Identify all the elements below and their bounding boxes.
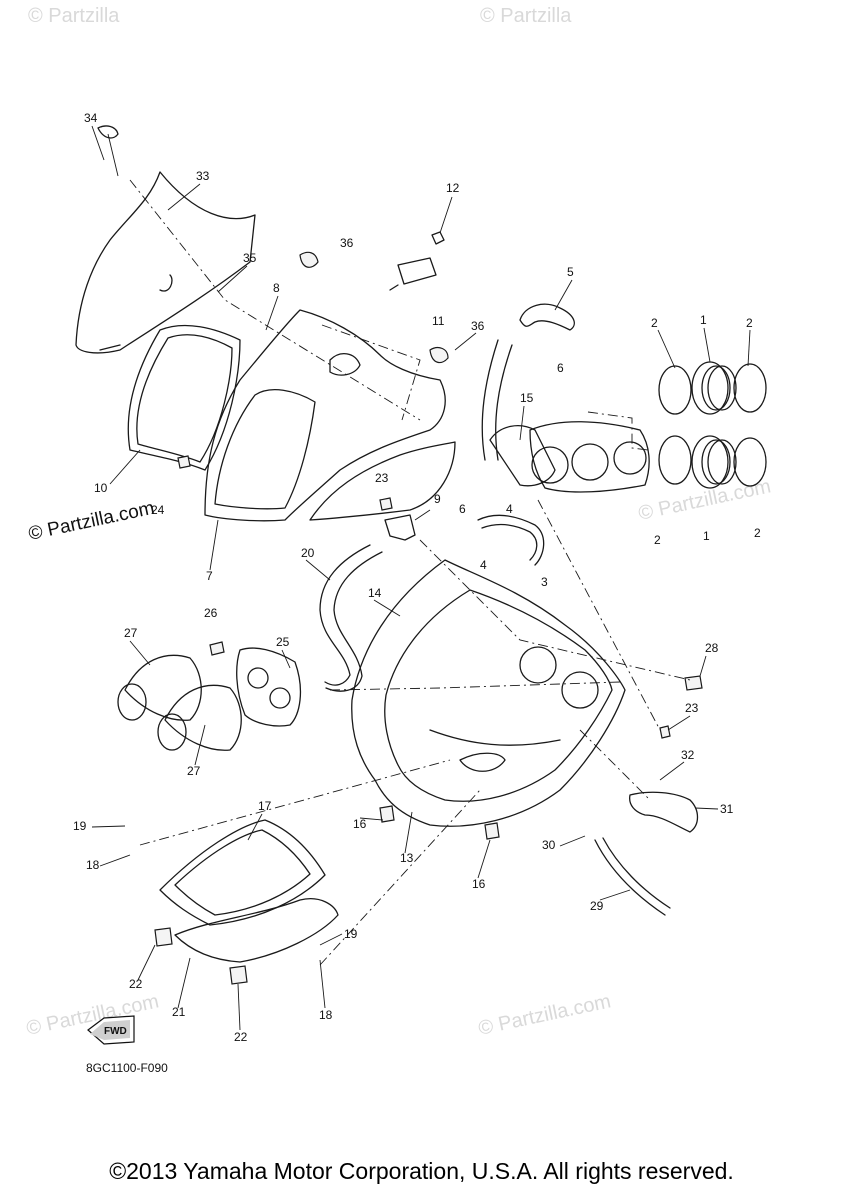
callout-10: 10 [94,481,108,495]
callout-4: 4 [480,558,487,572]
watermark-left-mid: © Partzilla.com [27,498,157,545]
watermark-center-mid: © Partzilla.com [636,475,772,525]
drain-hose-part [594,837,671,916]
callout-27: 27 [124,626,138,640]
vent-hose-part [629,791,699,833]
breather-hose-part [319,544,383,692]
callout-8: 8 [273,281,280,295]
callout-23: 23 [375,471,389,485]
callout-4: 4 [506,502,513,516]
reference-code: 8GC1100-F090 [86,1061,168,1075]
callout-7: 7 [206,569,213,583]
hose-part [481,303,575,461]
callout-6: 6 [459,502,466,516]
filter-case-part [174,898,339,963]
elbow-fitting-part [384,509,431,541]
callout-36: 36 [340,236,354,250]
callout-33: 33 [196,169,210,183]
callout-29: 29 [590,899,604,913]
callout-25: 25 [276,635,290,649]
callout-2: 2 [651,316,658,330]
callout-14: 14 [368,586,382,600]
callout-9: 9 [434,492,441,506]
callout-17: 17 [258,799,272,813]
callout-23: 23 [685,701,699,715]
callout-labels: 34 33 12 36 35 8 11 5 36 6 2 1 2 15 10 2… [73,111,761,1044]
callout-6: 6 [557,361,564,375]
callout-27: 27 [187,764,201,778]
callout-2: 2 [746,316,753,330]
callout-21: 21 [172,1005,186,1019]
callout-16: 16 [353,817,367,831]
callout-28: 28 [705,641,719,655]
callout-16: 16 [472,877,486,891]
throttle-body-part [489,421,650,493]
callout-13: 13 [400,851,414,865]
watermark-top-left: © Partzilla [28,5,120,27]
callout-3: 3 [541,575,548,589]
callout-31: 31 [720,802,734,816]
callout-22: 22 [234,1030,248,1044]
watermark-top-center: © Partzilla [480,5,572,27]
intake-joint-upper [658,361,767,415]
callout-30: 30 [542,838,556,852]
bolt-hardware [154,455,703,985]
callout-35: 35 [243,251,257,265]
callout-34: 34 [84,111,98,125]
watermark-bottom-right: © Partzilla.com [476,990,612,1040]
small-hose-part [477,514,545,566]
callout-22: 22 [129,977,143,991]
side-cover-part [75,125,256,354]
callout-20: 20 [301,546,315,560]
callout-5: 5 [567,265,574,279]
callout-12: 12 [446,181,460,195]
callout-19: 19 [344,927,358,941]
callout-15: 15 [520,391,534,405]
funnel-plate-part [236,647,302,727]
fwd-label: FWD [104,1026,127,1037]
callout-18: 18 [319,1008,333,1022]
callout-36: 36 [471,319,485,333]
callout-18: 18 [86,858,100,872]
intake-sensor-part [389,196,453,291]
callout-1: 1 [700,313,707,327]
copyright-notice: ©2013 Yamaha Motor Corporation, U.S.A. A… [109,1158,734,1184]
forward-direction-icon: FWD [87,1015,135,1045]
callout-32: 32 [681,748,695,762]
callout-1: 1 [703,529,710,543]
gasket-part [127,324,241,471]
callout-11: 11 [432,314,445,328]
air-filter-element-part [159,819,326,926]
callout-2: 2 [654,533,661,547]
air-box-part [351,559,626,827]
intake-funnel-part [117,654,242,751]
callout-2: 2 [754,526,761,540]
air-box-cover-part [204,251,456,522]
intake-joint-lower [658,435,767,489]
callout-19: 19 [73,819,87,833]
callout-26: 26 [204,606,218,620]
callout-24: 24 [151,503,165,517]
